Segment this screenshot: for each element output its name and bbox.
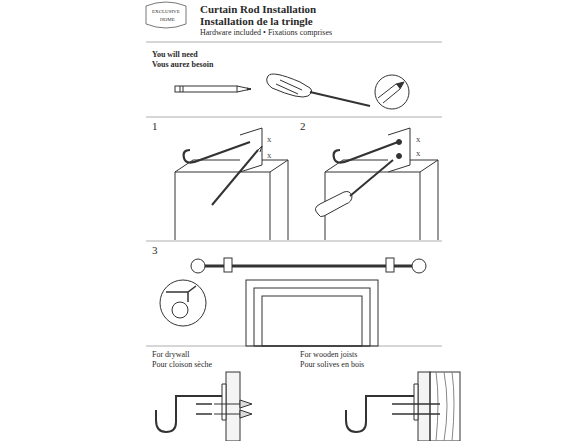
logo-text: EXCLUSIVE [152, 9, 180, 14]
mark-label: X [267, 153, 271, 159]
section-heading: You will need [152, 51, 198, 59]
pencil-icon [175, 86, 251, 92]
section-heading: Pour cloison sèche [152, 361, 212, 369]
section-heading: Pour solives en bois [300, 361, 364, 369]
section-heading: For drywall [152, 351, 190, 359]
drywall-detail [156, 372, 252, 441]
step-number: 2 [300, 121, 306, 132]
step-number: 1 [152, 121, 158, 132]
mark-label: X [416, 151, 420, 157]
logo-seal [146, 2, 186, 28]
section-heading: For wooden joists [300, 351, 357, 359]
logo-text: HOME [160, 17, 175, 22]
section-heading: Vous aurez besoin [152, 61, 213, 69]
mark-label: X [267, 137, 271, 143]
note: Hardware included • Fixations comprises [200, 29, 332, 37]
title: Curtain Rod Installation [200, 4, 316, 15]
step-two-drawing [315, 128, 438, 240]
step-number: 3 [152, 245, 158, 256]
screwdriver-icon [267, 74, 409, 109]
panel-separators [146, 42, 442, 346]
step-one-drawing [175, 128, 288, 240]
subtitle: Installation de la tringle [200, 16, 313, 27]
step-three-drawing [160, 258, 426, 346]
wood-joist-detail [346, 372, 460, 441]
mark-label: X [416, 137, 420, 143]
